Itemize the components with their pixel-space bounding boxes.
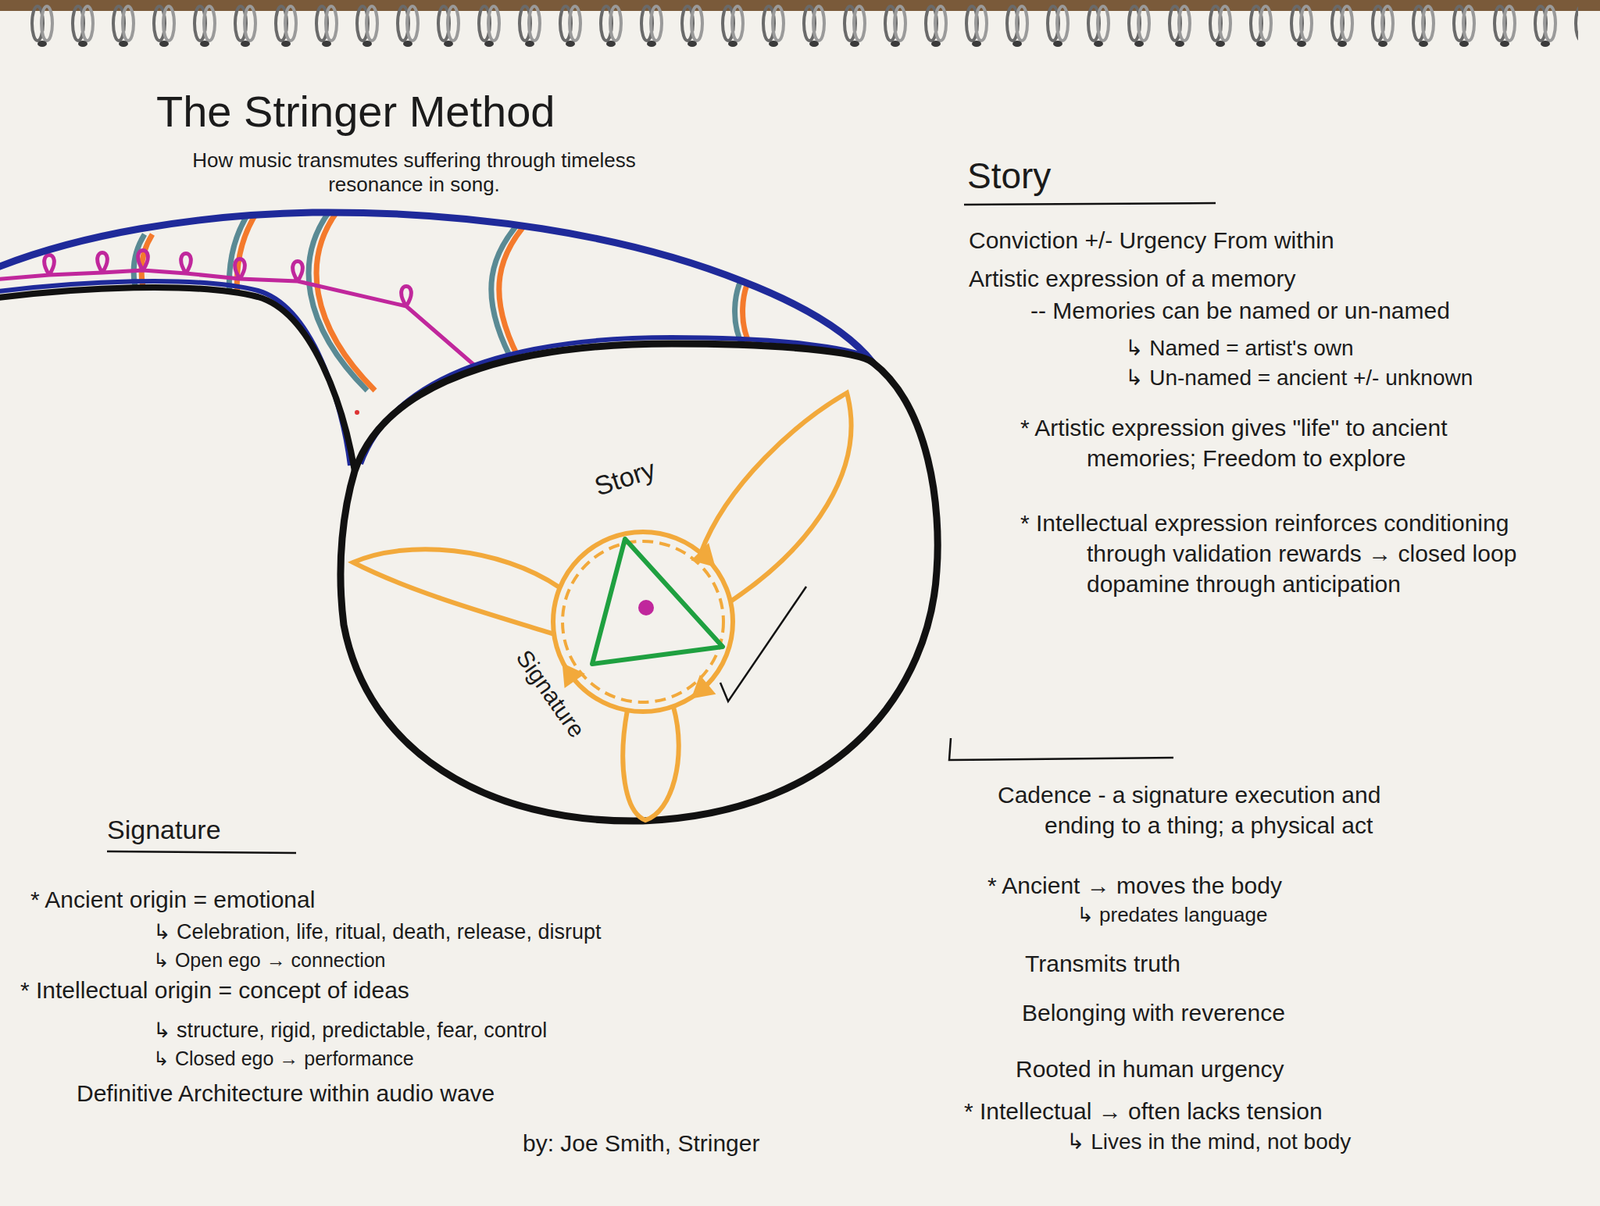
byline: by: Joe Smith, Stringer — [522, 1128, 760, 1159]
note-text: ↳ predates language — [1076, 902, 1268, 929]
band-bottom-line — [0, 287, 355, 472]
caption: How music transmutes suffering through t… — [187, 148, 641, 197]
note-text: * Intellectual origin = concept of ideas — [20, 975, 410, 1006]
note-text: * Intellectual expression reinforces con… — [1020, 507, 1587, 600]
note-text: ↳ structure, rigid, predictable, fear, c… — [153, 1017, 547, 1045]
note-text: * Artistic expression gives "life" to an… — [1020, 412, 1513, 474]
note-text: ↳ Celebration, life, ritual, death, rele… — [153, 918, 601, 947]
note-text: * Ancient → moves the body — [987, 870, 1283, 901]
magenta-spiral — [0, 250, 477, 368]
note-text: ↳ Named = artist's own — [1125, 334, 1354, 363]
ring-outline — [553, 532, 733, 712]
section-heading: Signature — [107, 815, 222, 845]
note-text: Rooted in human urgency — [1015, 1053, 1285, 1085]
note-text: ↳ Closed ego → performance — [153, 1046, 415, 1072]
note-text: Belonging with reverence — [1021, 997, 1286, 1029]
note-text: * Intellectual → often lacks tension — [964, 1096, 1323, 1127]
note-text: ↳ Open ego → connection — [153, 947, 386, 974]
big-circle — [340, 343, 938, 822]
note-text: * Ancient origin = emotional — [30, 884, 315, 915]
heading-underline — [107, 851, 297, 854]
green-triangle — [592, 539, 723, 665]
ring-arrowhead — [691, 542, 725, 576]
wave-arc — [236, 210, 258, 329]
cycle-ring: StorySignature — [553, 532, 733, 712]
title: The Stringer Method — [156, 87, 555, 136]
ink-dot — [354, 410, 360, 415]
yellow-petal — [353, 549, 560, 635]
center-dot — [638, 600, 654, 616]
note-text: Cadence - a signature execution and endi… — [997, 779, 1451, 841]
yellow-petal — [700, 392, 851, 602]
note-text: Definitive Architecture within audio wav… — [76, 1078, 495, 1109]
ring — [553, 532, 733, 712]
band-blue-line — [360, 337, 869, 465]
ring-arrowhead — [682, 675, 716, 709]
note-text: Artistic expression of a memory — [968, 263, 1296, 294]
note-text: Transmits truth — [1025, 948, 1181, 979]
note-text: -- Memories can be named or un-named — [1030, 295, 1450, 326]
heading-underline — [949, 738, 1174, 761]
note-text: ↳ Lives in the mind, not body — [1066, 1128, 1351, 1157]
heading-underline — [964, 203, 1216, 205]
note-text: ↳ Un-named = ancient +/- unknown — [1125, 364, 1473, 393]
section-heading: Story — [967, 156, 1051, 197]
yellow-petal — [622, 707, 679, 821]
spiral-binding — [23, 0, 1579, 50]
note-text: Conviction +/- Urgency From within — [968, 225, 1335, 256]
band-waves — [133, 203, 758, 391]
band-blue-line — [0, 281, 350, 466]
